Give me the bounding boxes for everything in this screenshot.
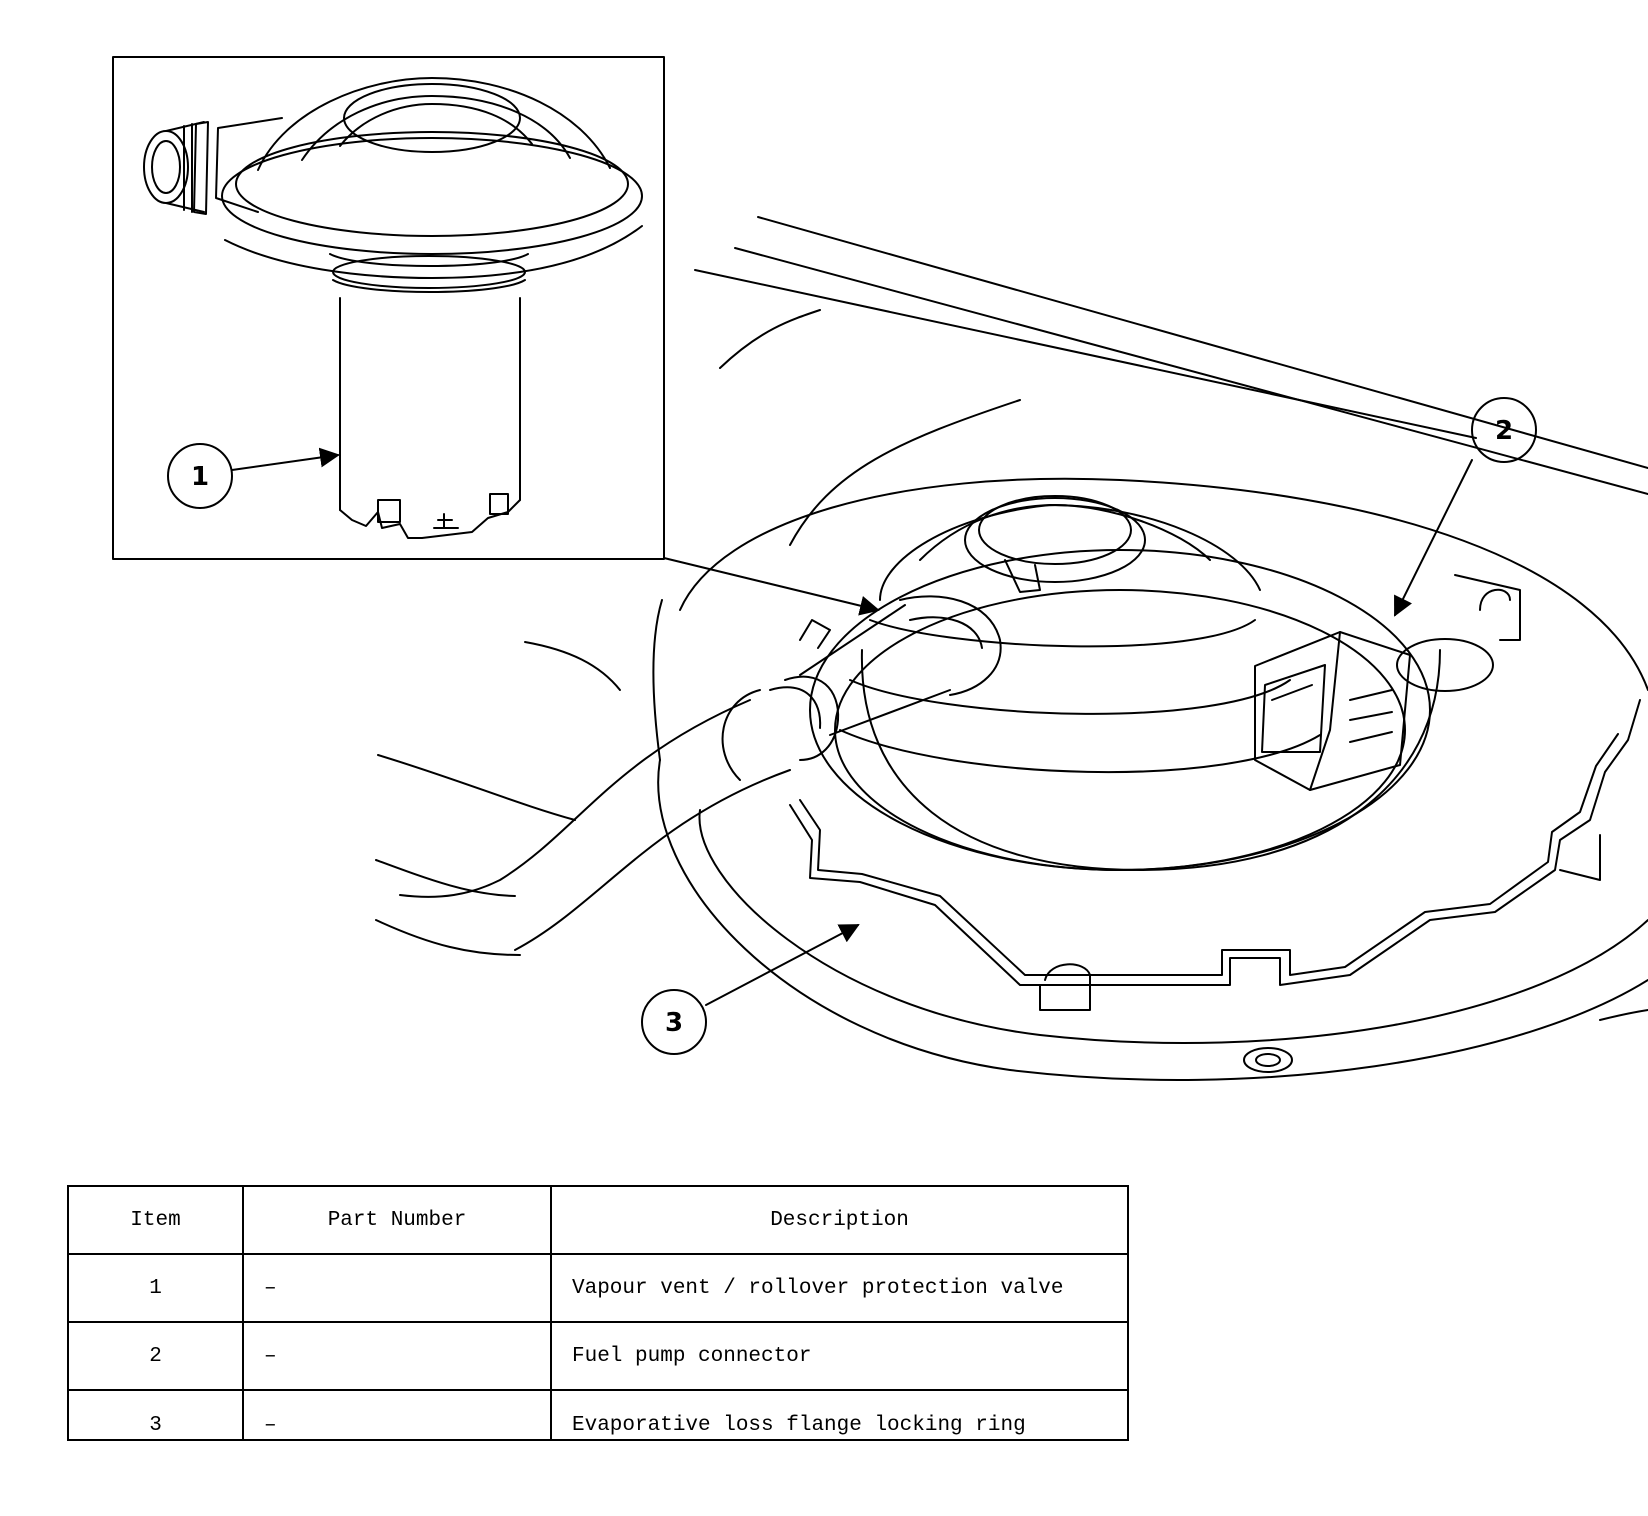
leader-line-3 [705,924,860,1006]
header-item: Item [67,1185,244,1255]
table-header-row: Item Part Number Description [67,1185,1129,1255]
parts-table: Item Part Number Description 1 – Vapour … [67,1185,1129,1441]
cell-item: 1 [67,1253,244,1323]
vapour-vent-valve-drawing [143,77,643,539]
callout-3-circle [641,989,707,1055]
callout-1-label: 1 [191,462,209,492]
callout-3-label: 3 [665,1008,683,1038]
callout-2-label: 2 [1495,416,1513,446]
cell-description: Vapour vent / rollover protection valve [550,1253,1129,1323]
cell-item: 2 [67,1321,244,1391]
cell-part-number: – [242,1321,552,1391]
fuel-tank-top-drawing [375,216,1648,1081]
table-row: 2 – Fuel pump connector [67,1321,1129,1391]
callout-2-circle [1471,397,1537,463]
leader-line-2 [1394,459,1473,617]
exploded-diagram: 1 2 3 [112,56,1648,1081]
valve-inset-frame [112,56,665,560]
cell-description: Fuel pump connector [550,1321,1129,1391]
leader-line-1 [231,447,340,471]
cell-part-number: – [242,1389,552,1441]
leader-line-inset [663,557,880,616]
header-description: Description [550,1185,1129,1255]
table-row: 1 – Vapour vent / rollover protection va… [67,1253,1129,1323]
header-part-number: Part Number [242,1185,552,1255]
cell-part-number: – [242,1253,552,1323]
table-row: 3 – Evaporative loss flange locking ring [67,1389,1129,1441]
cell-item: 3 [67,1389,244,1441]
callout-1-circle [167,443,233,509]
cell-description: Evaporative loss flange locking ring [550,1389,1129,1441]
